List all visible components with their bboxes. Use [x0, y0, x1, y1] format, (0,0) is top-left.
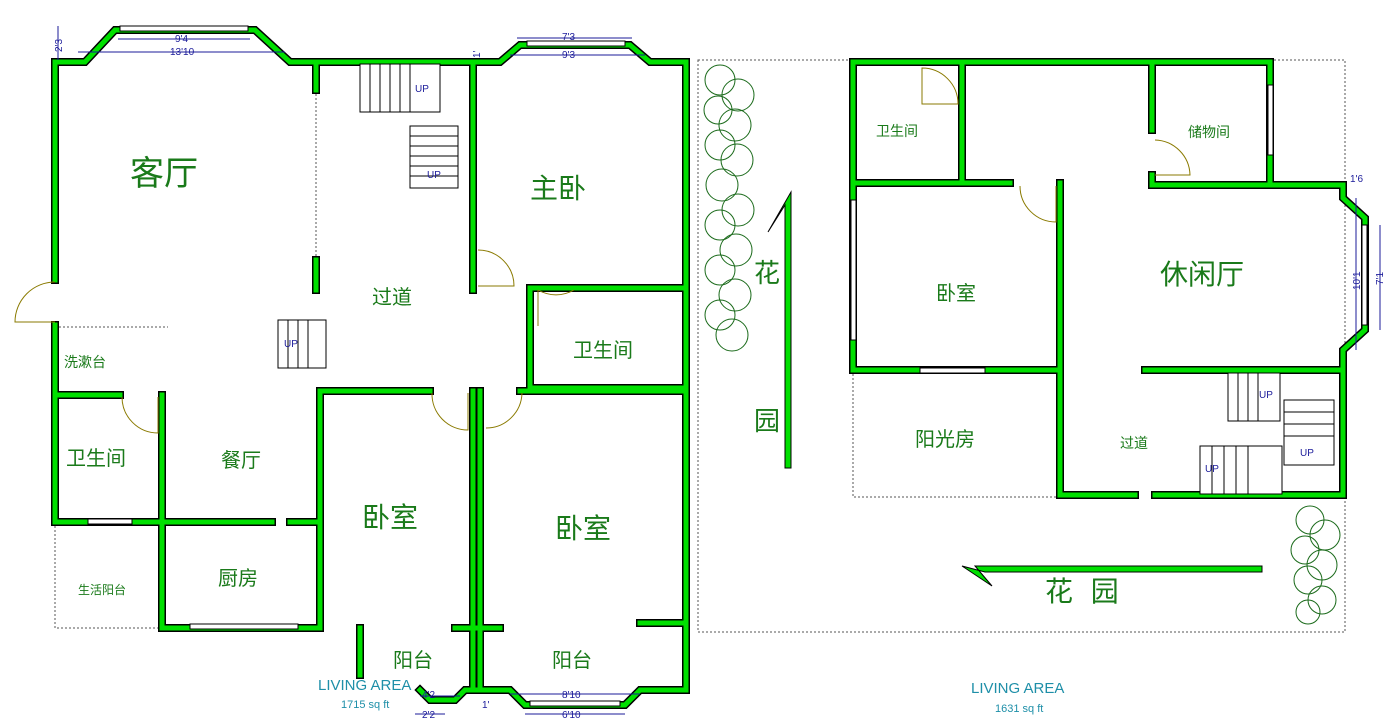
svg-text:9'3: 9'3 [562, 50, 575, 61]
trees [703, 64, 1341, 625]
svg-text:1': 1' [482, 700, 490, 711]
room-lounge: 休闲厅 [1160, 258, 1244, 291]
svg-text:7'3: 7'3 [562, 32, 575, 43]
room-living: 客厅 [130, 154, 198, 194]
right-walls [849, 58, 1369, 499]
garden-label-horizontal: 花 园 [1045, 575, 1119, 608]
room-right-bathroom: 卫生间 [876, 124, 918, 140]
garden-arrows [767, 190, 1263, 587]
room-hallway: 过道 [372, 285, 412, 309]
garden-label-2: 园 [754, 407, 780, 437]
svg-text:UP: UP [1300, 448, 1314, 459]
room-master-bath: 卫生间 [573, 338, 633, 362]
svg-text:1'6: 1'6 [1350, 174, 1363, 185]
left-area-label: LIVING AREA [318, 677, 411, 694]
svg-text:UP: UP [1259, 390, 1273, 401]
room-bedroom-2: 卧室 [555, 512, 611, 545]
right-area-value: 1631 sq ft [995, 703, 1043, 715]
svg-text:UP: UP [1205, 464, 1219, 475]
svg-text:13'10: 13'10 [170, 47, 195, 58]
right-area-label: LIVING AREA [971, 680, 1064, 697]
room-balcony-1: 阳台 [393, 648, 433, 672]
room-storage: 储物间 [1188, 125, 1230, 141]
svg-text:9'4: 9'4 [175, 34, 188, 45]
svg-text:UP: UP [415, 84, 429, 95]
dimension-lines [57, 26, 1381, 715]
doors [14, 67, 1191, 434]
room-right-bedroom: 卧室 [936, 281, 976, 305]
room-bathroom: 卫生间 [66, 446, 126, 470]
sunroom-boundary [852, 370, 1060, 498]
left-area-value: 1715 sq ft [341, 699, 389, 711]
room-dining: 餐厅 [221, 448, 261, 472]
svg-text:7'1: 7'1 [1375, 272, 1386, 285]
room-master-bedroom: 主卧 [530, 172, 586, 205]
svg-text:2'3: 2'3 [54, 39, 65, 52]
utility-balcony-boundary [54, 522, 165, 629]
svg-text:UP: UP [427, 170, 441, 181]
room-utility-balcony: 生活阳台 [78, 582, 126, 597]
stairs: UP UP UP UP UP UP [277, 63, 1335, 495]
svg-text:4'2: 4'2 [422, 690, 435, 701]
right-room-labels: 卫生间 储物间 卧室 休闲厅 阳光房 过道 花 园 花 园 [754, 124, 1244, 608]
svg-text:10'1: 10'1 [1352, 271, 1363, 290]
room-bedroom-1: 卧室 [362, 501, 418, 534]
room-wash-basin: 洗漱台 [64, 355, 106, 371]
svg-text:UP: UP [284, 339, 298, 350]
room-balcony-2: 阳台 [552, 648, 592, 672]
svg-text:2'2: 2'2 [422, 710, 435, 721]
garden-label-1: 花 [754, 259, 780, 289]
left-room-labels: 客厅 过道 主卧 卫生间 洗漱台 卫生间 餐厅 卧室 卧室 厨房 生活阳台 阳台… [64, 154, 633, 672]
garden-boundary [697, 59, 1346, 633]
room-kitchen: 厨房 [218, 566, 258, 590]
left-walls [51, 25, 690, 709]
svg-text:8'10: 8'10 [562, 690, 581, 701]
svg-text:6'10: 6'10 [562, 710, 581, 721]
room-right-hallway: 过道 [1120, 436, 1148, 452]
svg-text:1': 1' [472, 50, 483, 58]
room-sunroom: 阳光房 [915, 427, 975, 451]
